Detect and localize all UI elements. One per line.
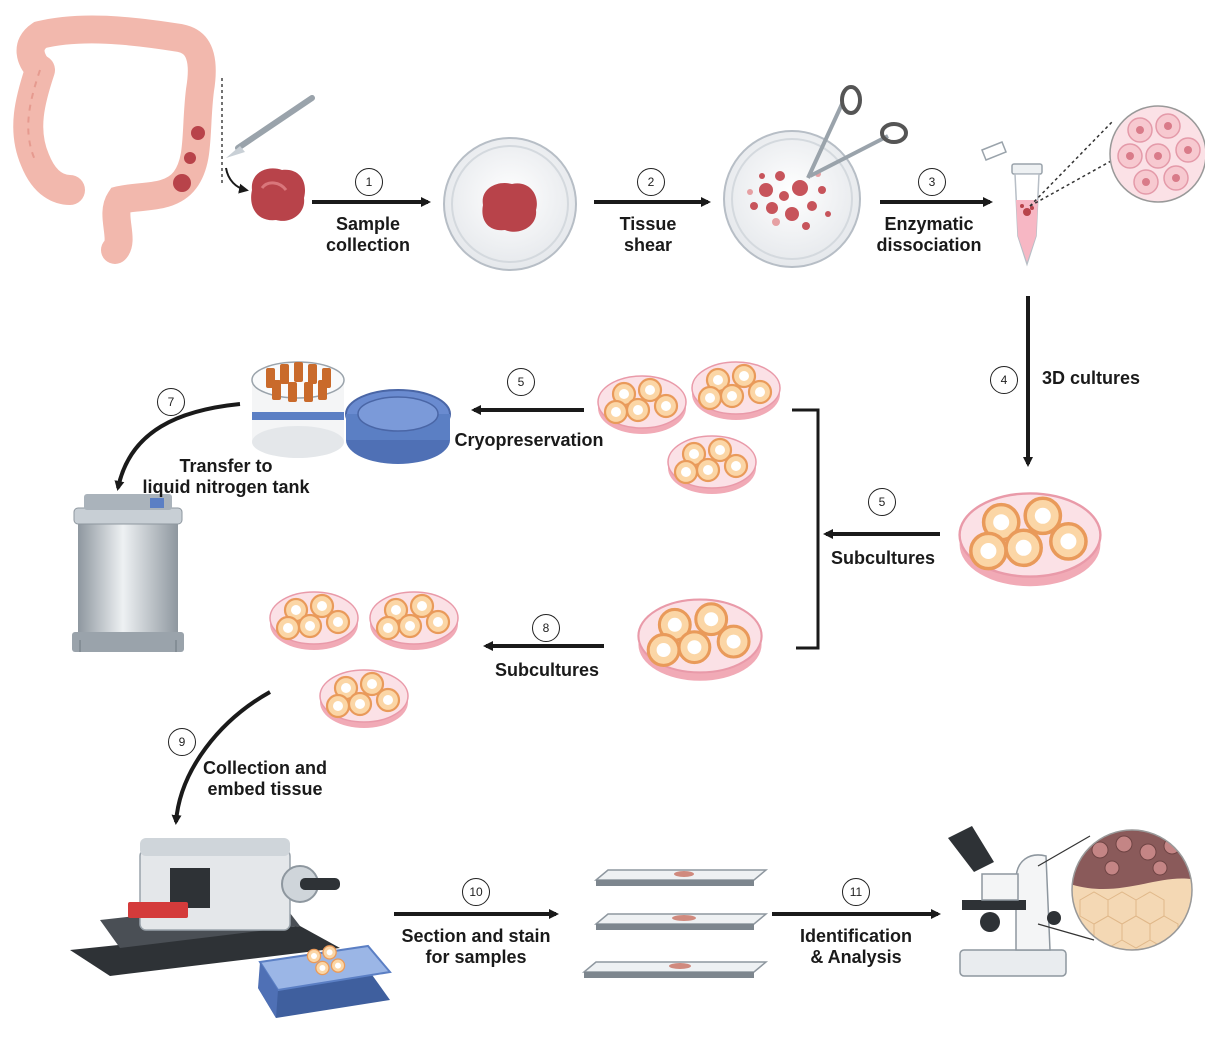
- tissue-zoom-icon: [1071, 829, 1193, 951]
- step-number-8: 8: [532, 614, 560, 642]
- embedded-tissue-block-icon: [258, 944, 392, 1018]
- cryo-rack-icon: [251, 361, 345, 458]
- arrow-step-7: [114, 402, 241, 491]
- step-number-5b: 5: [507, 368, 535, 396]
- cell-zoom-icon: [1109, 105, 1205, 203]
- step-number-4: 4: [990, 366, 1018, 394]
- arrow-step-9: [171, 690, 271, 825]
- culture-dish-upper-bottom: [668, 436, 756, 494]
- culture-dish-lower-source: [638, 600, 761, 681]
- centrifuge-tube-icon: [981, 141, 1043, 267]
- culture-dish-3d-icon: [960, 493, 1101, 586]
- zoom-line-micro-upper: [1037, 835, 1091, 867]
- colon-icon: [13, 15, 216, 264]
- culture-dish-upper-left: [598, 376, 686, 434]
- culture-dish-lower-left: [270, 592, 358, 650]
- culture-dish-lower-bottom: [320, 670, 408, 728]
- scissors-icon: [806, 85, 908, 179]
- label-cryopreservation: Cryopreservation: [454, 430, 604, 450]
- label-identification-analysis: Identification& Analysis: [800, 926, 912, 967]
- step-number-11: 11: [842, 878, 870, 906]
- tissue-sample-icon: [251, 168, 306, 221]
- label-subcultures-upper: Subcultures: [830, 548, 936, 568]
- culture-dish-lower-right: [370, 592, 458, 650]
- zoom-line-lower: [1029, 155, 1121, 207]
- microscope-icon: [948, 826, 1067, 977]
- label-3d-cultures: 3D cultures: [1041, 368, 1141, 388]
- liquid-nitrogen-tank-icon: [72, 494, 184, 652]
- step-number-10: 10: [462, 878, 490, 906]
- step-number-1: 1: [355, 168, 383, 196]
- zoom-line-upper: [1029, 121, 1113, 207]
- petri-dish-icon: [443, 137, 577, 271]
- label-subcultures-lower: Subcultures: [494, 660, 600, 680]
- scalpel-arrow: [225, 167, 249, 194]
- slide-icon: [581, 869, 769, 978]
- split-bracket: [792, 408, 820, 650]
- sheared-tissue-dish-icon: [723, 130, 861, 268]
- step-number-2: 2: [637, 168, 665, 196]
- step-number-3: 3: [918, 168, 946, 196]
- scalpel-icon: [226, 95, 315, 158]
- cryo-box-lid-icon: [345, 389, 451, 464]
- zoom-line-micro-lower: [1037, 923, 1095, 941]
- step-number-9: 9: [168, 728, 196, 756]
- step-number-7: 7: [157, 388, 185, 416]
- culture-dish-upper-right: [692, 362, 780, 420]
- microtome-icon: [70, 838, 340, 976]
- step-number-5a: 5: [868, 488, 896, 516]
